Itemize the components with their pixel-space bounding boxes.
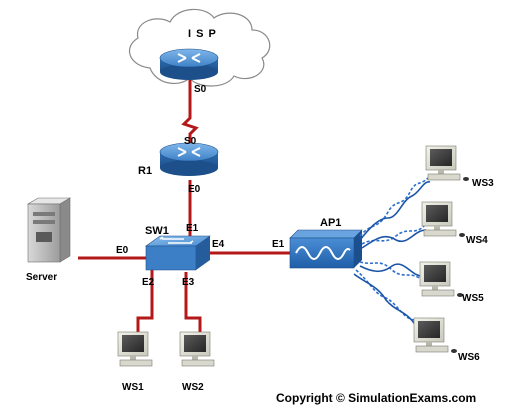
switch-sw1 [145, 235, 211, 271]
ws2-label: WS2 [182, 382, 204, 393]
r1-port-s0: S0 [184, 136, 197, 147]
workstation-ws1 [117, 331, 153, 367]
wireless-link-ws5 [359, 261, 423, 281]
wireless-link-ws3 [359, 177, 429, 237]
sw1-port-e3: E3 [182, 277, 195, 288]
sw1-name: SW1 [145, 225, 169, 237]
isp-port-s0: S0 [194, 84, 207, 95]
ws4-label: WS4 [466, 235, 488, 246]
sw1-port-e0: E0 [116, 245, 129, 256]
server-icon [26, 197, 72, 263]
ws1-label: WS1 [122, 382, 144, 393]
serial-link-isp-r1 [181, 80, 199, 146]
r1-router [159, 142, 219, 176]
access-point-ap1 [289, 229, 363, 269]
isp-router [159, 48, 219, 80]
sw1-port-e1: E1 [186, 223, 199, 234]
wireless-links [353, 177, 431, 327]
r1-port-e0: E0 [188, 184, 201, 195]
ws3-label: WS3 [472, 178, 494, 189]
workstation-ws6 [413, 317, 457, 353]
wireless-link-ws6 [355, 269, 415, 321]
ap1-port-e1: E1 [272, 239, 285, 250]
workstation-ws2 [179, 331, 215, 367]
isp-cloud-label: I S P [188, 28, 217, 40]
cables [78, 80, 290, 334]
ws6-label: WS6 [458, 352, 480, 363]
ap1-name: AP1 [320, 217, 341, 229]
workstation-ws5 [419, 261, 463, 297]
link-sw1-ws2 [184, 272, 202, 334]
sw1-port-e4: E4 [212, 239, 225, 250]
server-label: Server [26, 272, 57, 283]
copyright-text: Copyright © SimulationExams.com [276, 391, 476, 405]
r1-name: R1 [138, 165, 152, 177]
workstation-ws4 [421, 201, 465, 237]
sw1-port-e2: E2 [142, 277, 155, 288]
workstation-ws3 [425, 145, 469, 181]
link-sw1-ws1 [136, 268, 154, 334]
ws5-label: WS5 [462, 293, 484, 304]
